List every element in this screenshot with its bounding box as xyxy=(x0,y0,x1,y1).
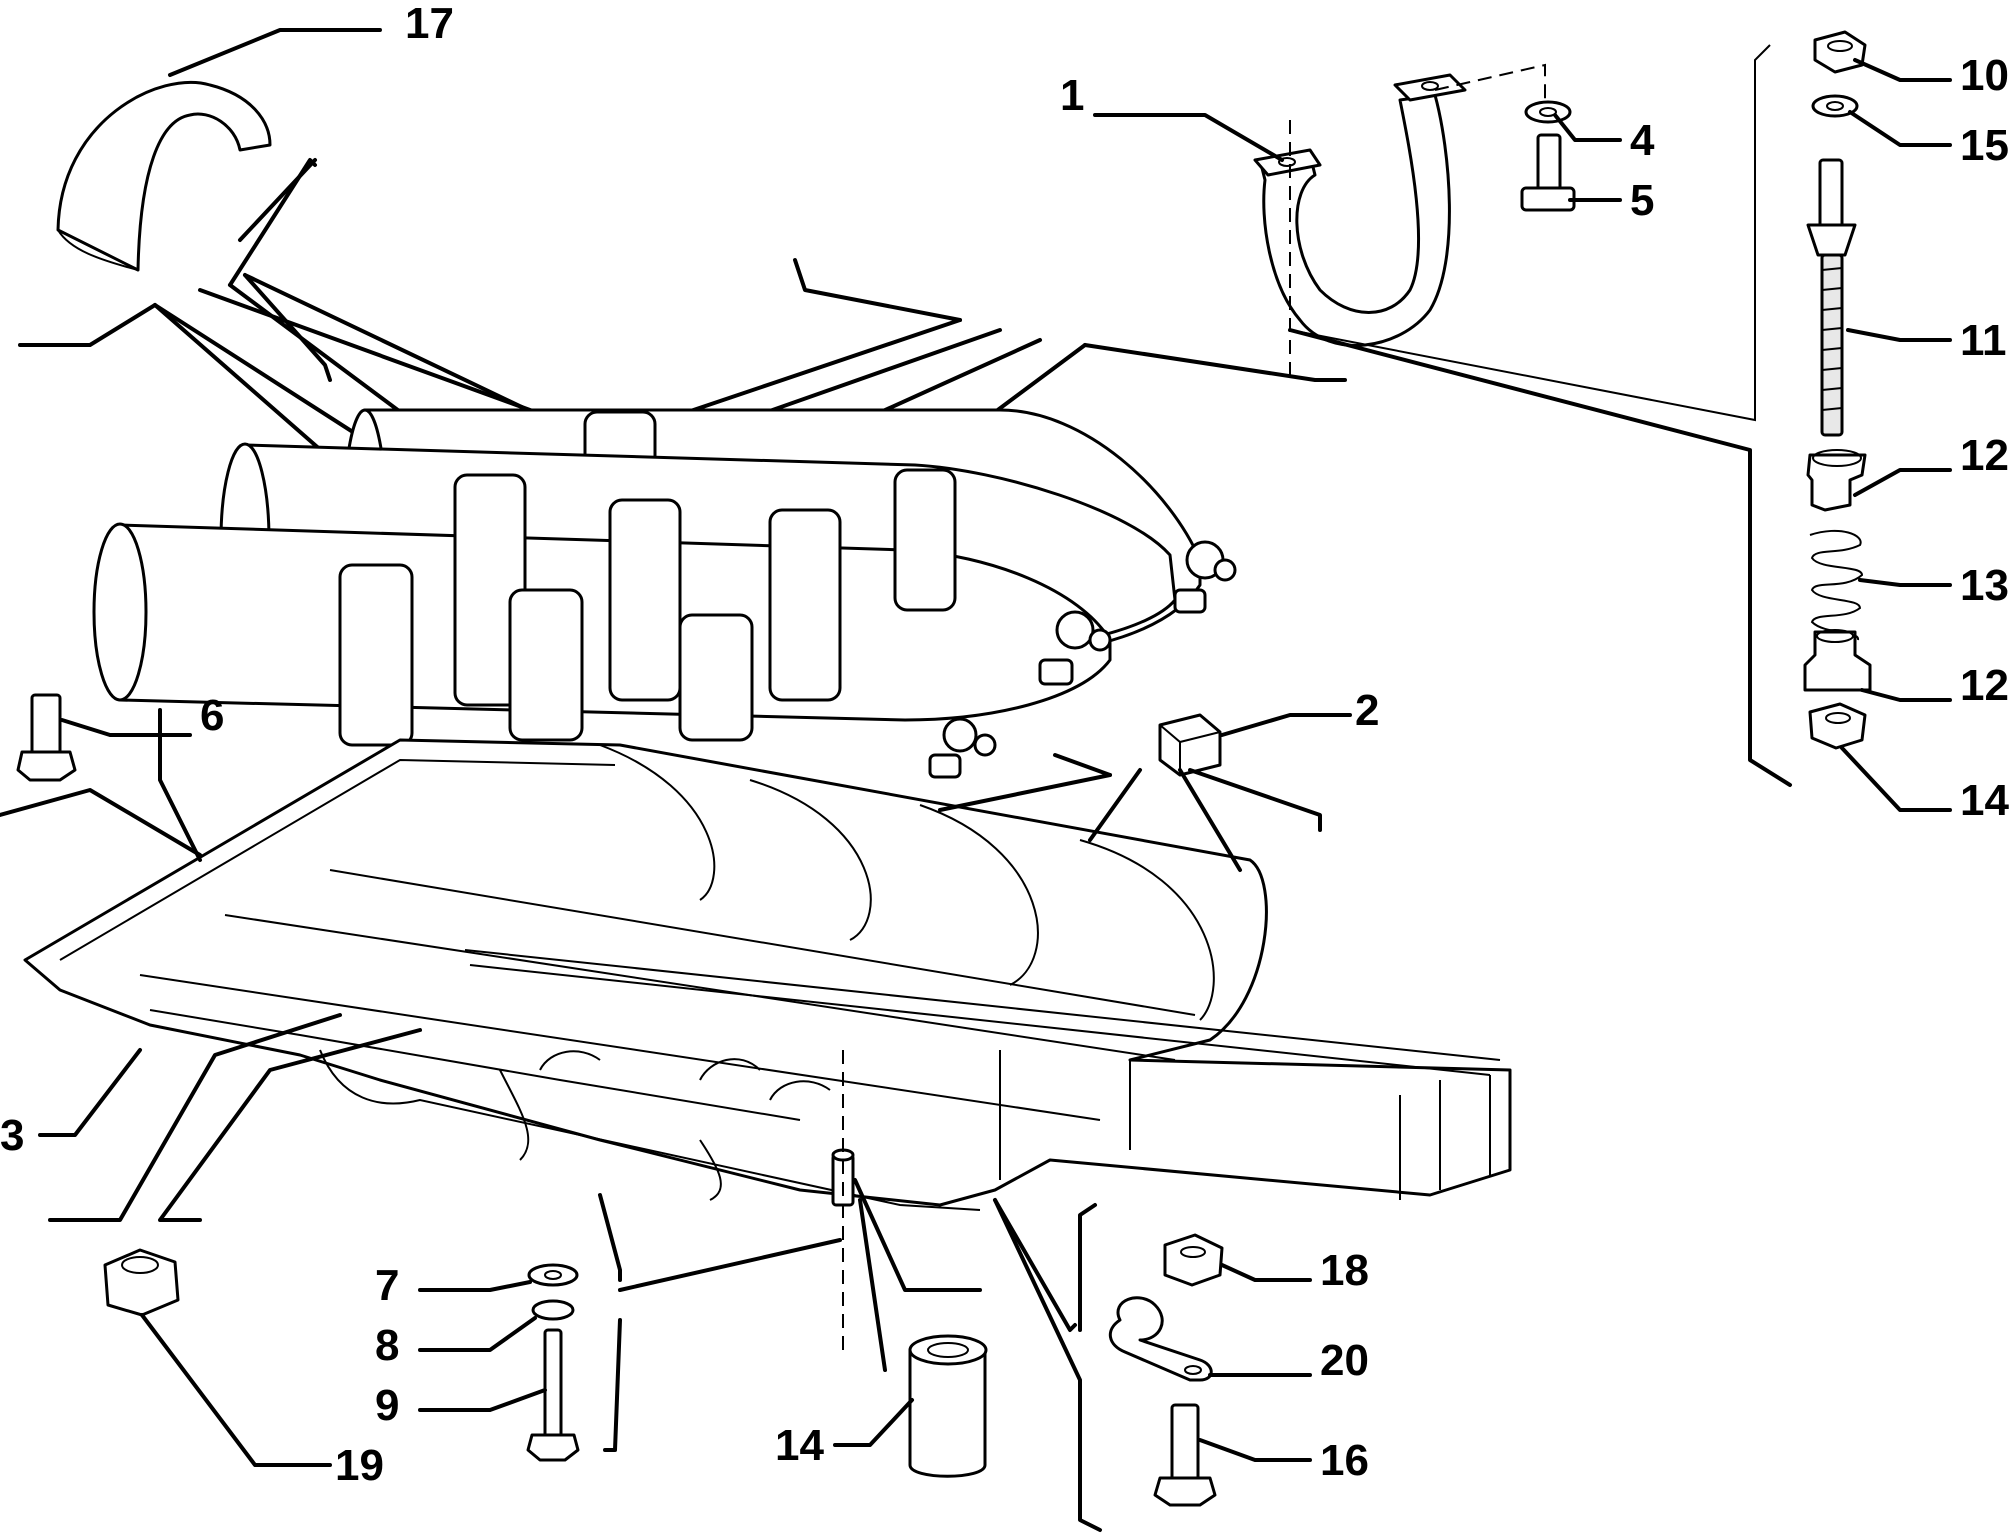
cylinder-band-3 xyxy=(768,508,842,702)
leader-fan-6 xyxy=(0,708,202,862)
part-20-cable-clip xyxy=(1109,1296,1213,1382)
part-2-rubber-block xyxy=(1158,713,1222,777)
callout-15: 15 xyxy=(1960,121,2009,170)
callout-13: 13 xyxy=(1960,561,2009,610)
tray-saddle-2 xyxy=(749,779,872,941)
callout-19: 19 xyxy=(335,1441,384,1490)
leader-12a xyxy=(1853,468,1952,497)
part-16-bolt xyxy=(1153,1403,1217,1507)
callout-10: 10 xyxy=(1960,51,2009,100)
part-14-spacer-tube xyxy=(908,1334,988,1478)
cylinder-band-4 xyxy=(338,563,414,747)
cylinder-band-7 xyxy=(893,468,957,612)
leader-14b xyxy=(833,1398,914,1447)
leader-4 xyxy=(1553,113,1622,142)
leader-16 xyxy=(1198,1438,1312,1462)
leader-fan-18-20-16 xyxy=(993,1198,1102,1532)
callout-5: 5 xyxy=(1630,176,1654,225)
leader-12b xyxy=(1860,688,1952,702)
cylinder-band-5 xyxy=(508,588,584,742)
cylinder-band-6 xyxy=(678,613,754,742)
callout-12-lower: 12 xyxy=(1960,661,2009,710)
callout-16: 16 xyxy=(1320,1436,1369,1485)
part-12-bush-upper xyxy=(1806,449,1867,512)
callout-3: 3 xyxy=(0,1111,24,1160)
cylinder-valve-3 xyxy=(928,717,997,779)
leader-8 xyxy=(418,1316,537,1352)
part-11-threaded-rod xyxy=(1806,158,1857,437)
tray-saddle-1 xyxy=(599,744,716,901)
cylinder-valve-1 xyxy=(1173,540,1237,614)
callout-17: 17 xyxy=(405,0,454,48)
part-6-bolt xyxy=(16,693,77,782)
cylinder-valve-2 xyxy=(1038,610,1112,686)
part-10-nut xyxy=(1813,30,1867,74)
part-1-u-bracket xyxy=(1253,73,1467,347)
callout-14-top: 14 xyxy=(1960,776,2009,825)
callout-7: 7 xyxy=(375,1261,399,1310)
part-14-flange-nut xyxy=(1808,702,1867,750)
leader-10 xyxy=(1853,58,1952,82)
bracket-axis xyxy=(1289,63,1546,380)
part-17-half-shell xyxy=(56,80,272,272)
leader-17 xyxy=(168,28,382,77)
callout-4: 4 xyxy=(1630,116,1655,165)
callout-2: 2 xyxy=(1355,686,1379,735)
stud-pin xyxy=(831,1050,982,1372)
part-18-flange-nut xyxy=(1163,1233,1224,1287)
part-13-spring xyxy=(1809,529,1864,641)
leader-14a xyxy=(1840,746,1952,812)
leader-3 xyxy=(38,1048,142,1137)
callout-8: 8 xyxy=(375,1321,399,1370)
part-15-washer xyxy=(1811,94,1859,118)
callout-20: 20 xyxy=(1320,1336,1369,1385)
tray-lower-body xyxy=(319,1049,981,1211)
leader-6 xyxy=(60,718,192,737)
callout-6: 6 xyxy=(200,691,224,740)
leader-11 xyxy=(1846,328,1952,342)
leader-2 xyxy=(1220,713,1352,737)
leader-fan-19 xyxy=(48,1013,422,1222)
part-8-spring-washer xyxy=(531,1299,575,1321)
leader-1 xyxy=(1093,113,1284,162)
callout-1: 1 xyxy=(1060,71,1084,120)
leader-fan-bracket xyxy=(1288,44,1792,787)
leader-13 xyxy=(1858,578,1952,587)
leader-15 xyxy=(1848,110,1952,147)
part-12-bush-lower xyxy=(1803,629,1872,692)
mounting-tray xyxy=(23,738,1512,1207)
callout-9: 9 xyxy=(375,1381,399,1430)
part-19-nut xyxy=(103,1248,180,1317)
cylinder-band-2 xyxy=(608,498,682,702)
part-7-washer xyxy=(527,1263,579,1287)
part-5-bolt xyxy=(1520,133,1576,212)
callout-12-upper: 12 xyxy=(1960,431,2009,480)
leader-fan-789 xyxy=(598,1193,842,1452)
part-9-bolt xyxy=(526,1328,580,1462)
leader-7 xyxy=(418,1280,532,1292)
tray-saddle-4 xyxy=(1079,839,1215,1021)
tray-saddle-3 xyxy=(919,804,1039,986)
part-4-washer xyxy=(1524,100,1572,124)
leader-18 xyxy=(1220,1263,1312,1282)
leader-fan-2 xyxy=(938,753,1322,872)
leader-9 xyxy=(418,1388,547,1412)
callout-18: 18 xyxy=(1320,1246,1369,1295)
callout-11: 11 xyxy=(1960,316,2007,365)
tray-saddle-6 xyxy=(699,1139,722,1201)
leader-19 xyxy=(140,1313,332,1467)
callout-14-bottom: 14 xyxy=(775,1421,824,1470)
leader-fan-17 xyxy=(18,158,587,522)
